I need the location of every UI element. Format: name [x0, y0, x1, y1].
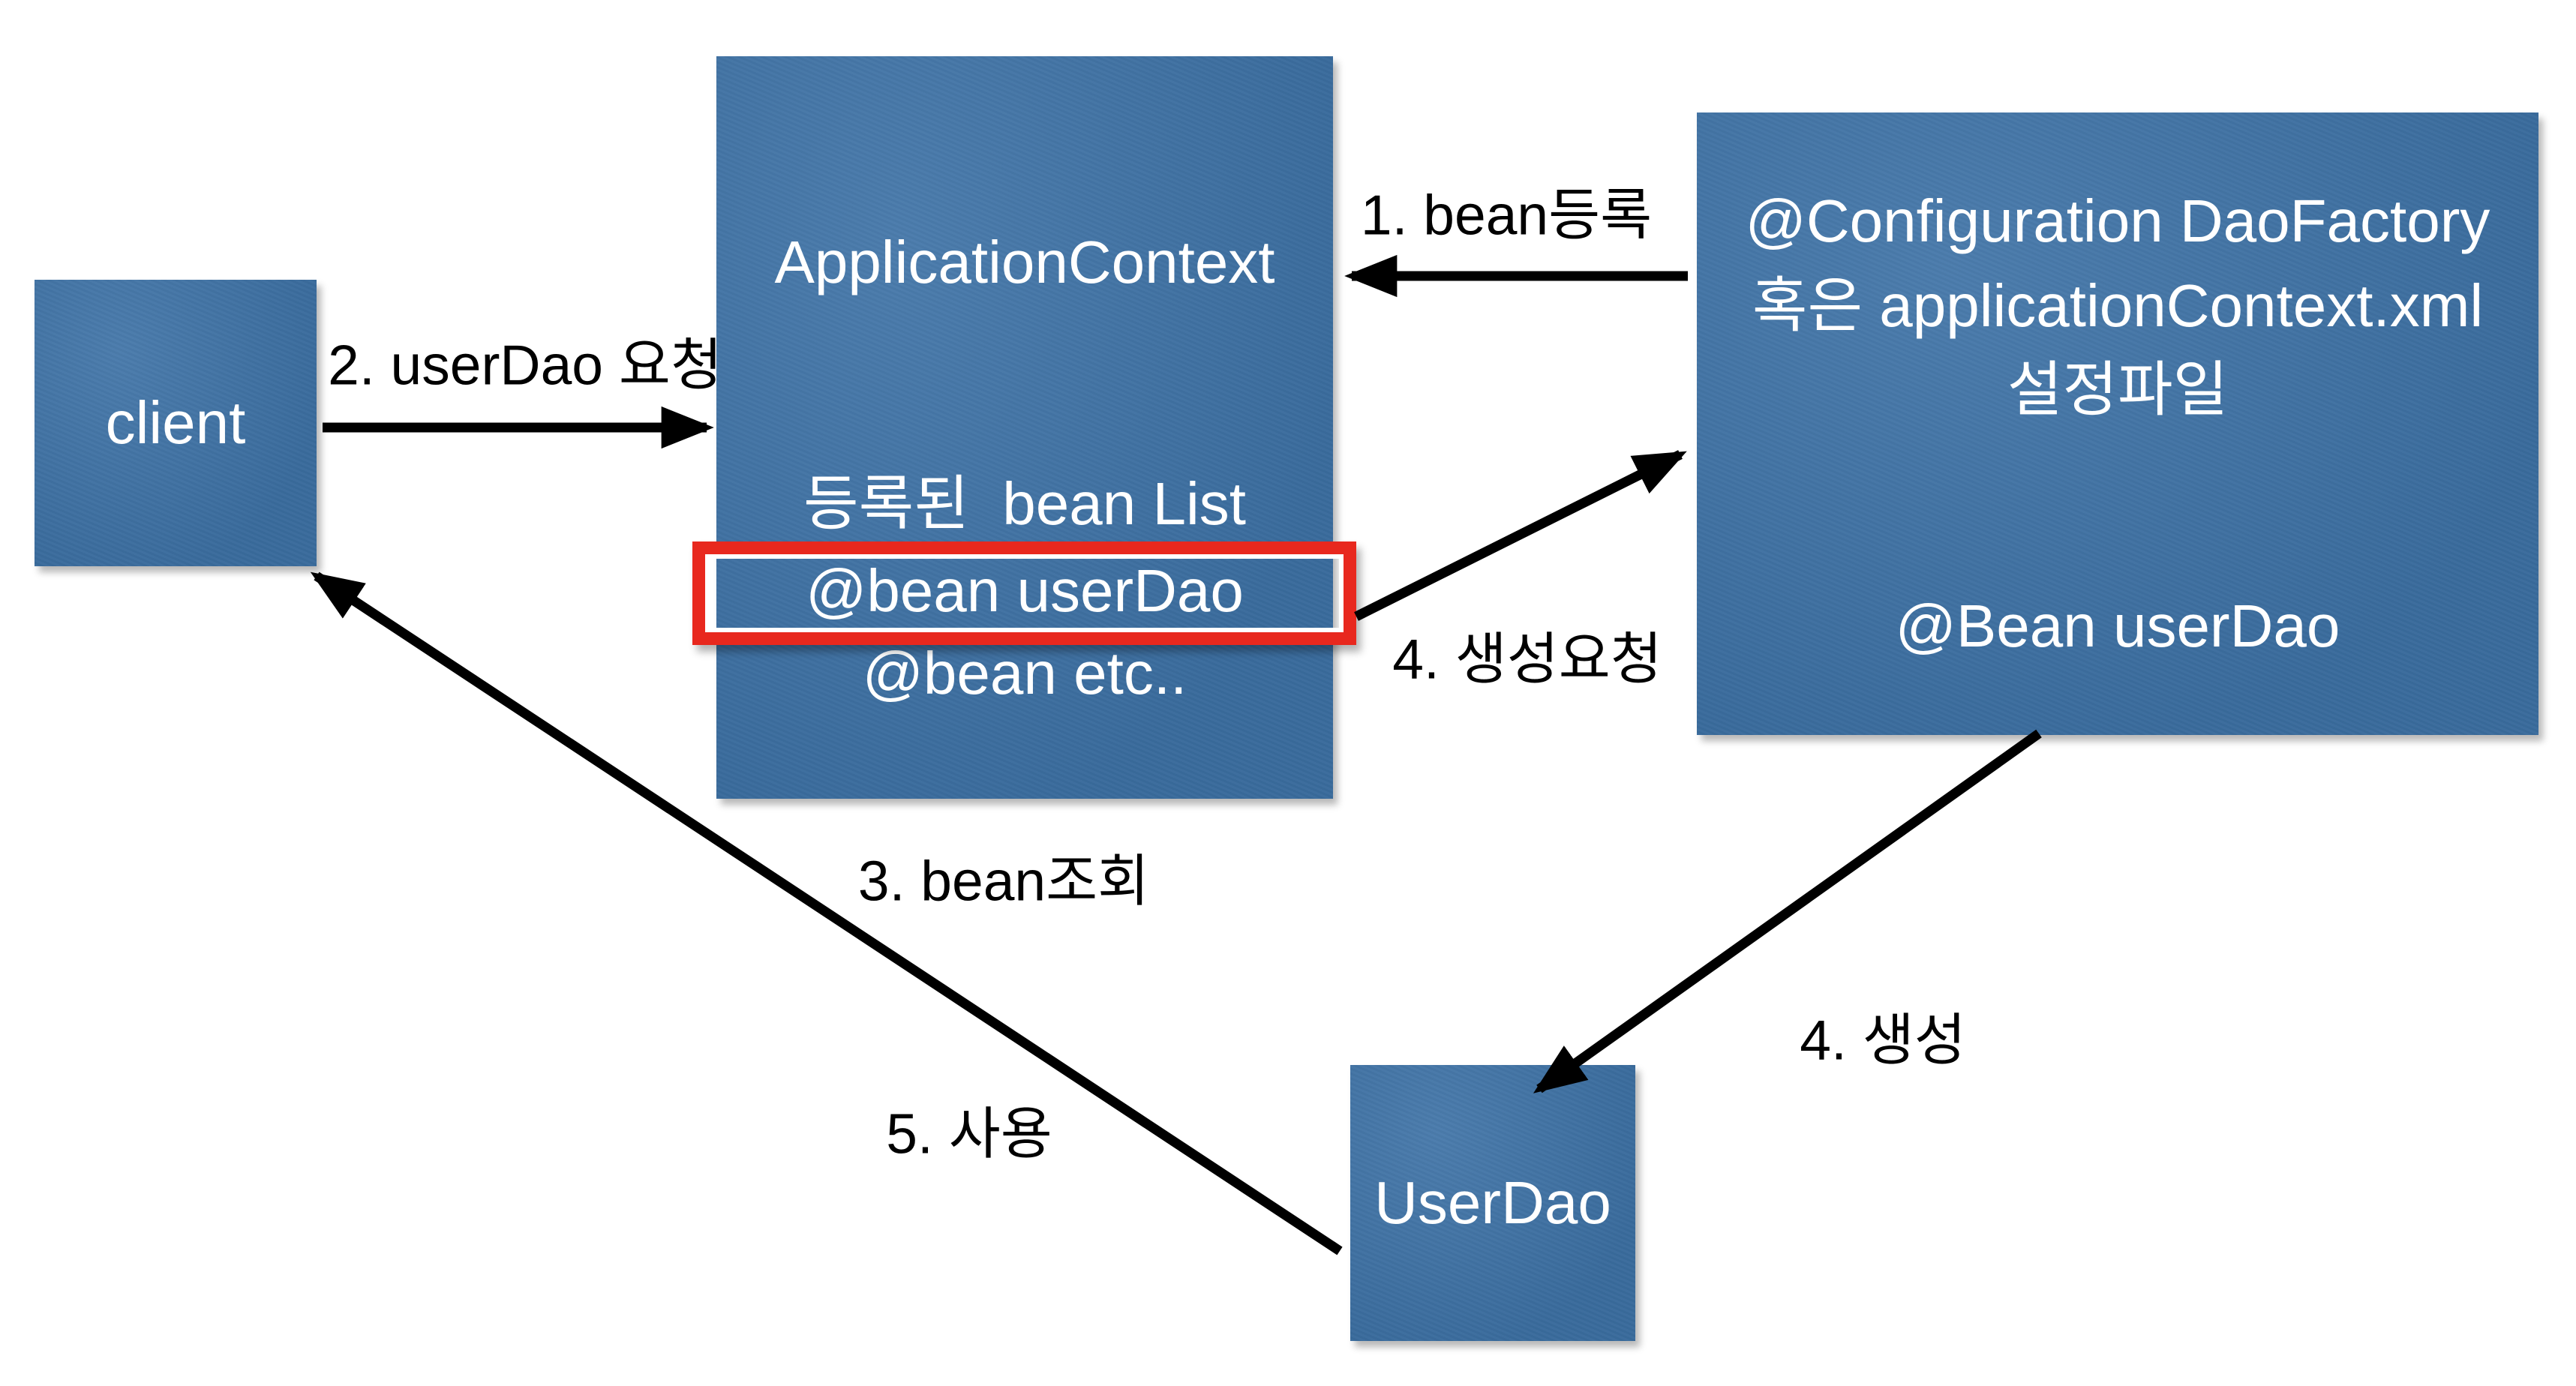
label-create-request: 4. 생성요청: [1392, 627, 1662, 691]
dao-factory-bean-userdao: @Bean userDao: [1895, 592, 2340, 659]
label-use: 5. 사용: [886, 1102, 1052, 1166]
label-create: 4. 생성: [1800, 1008, 1966, 1072]
client-box: client: [35, 280, 317, 566]
dao-factory-line2: 혹은 applicationContext.xml: [1752, 272, 2484, 339]
application-context-box: ApplicationContext 등록된 bean List @bean u…: [716, 56, 1333, 799]
registered-bean-list-header: 등록된 bean List: [803, 470, 1246, 537]
dao-factory-config-box: @Configuration DaoFactory 혹은 application…: [1697, 112, 2538, 735]
arrow-create-request: [1354, 450, 1687, 621]
userdao-box: UserDao: [1350, 1065, 1635, 1341]
client-box-label: client: [105, 389, 246, 456]
label-userdao-request: 2. userDao 요청: [328, 333, 722, 397]
label-bean-lookup: 3. bean조회: [857, 849, 1150, 913]
dao-factory-line3: 설정파일: [2007, 356, 2229, 423]
label-bean-register: 1. bean등록: [1360, 183, 1653, 247]
userdao-box-label: UserDao: [1374, 1169, 1611, 1236]
highlight-red-frame: [692, 542, 1356, 645]
dao-factory-line1: @Configuration DaoFactory: [1745, 188, 2490, 254]
bean-list-item-etc: @bean etc..: [862, 640, 1187, 706]
application-context-title: ApplicationContext: [774, 229, 1275, 296]
